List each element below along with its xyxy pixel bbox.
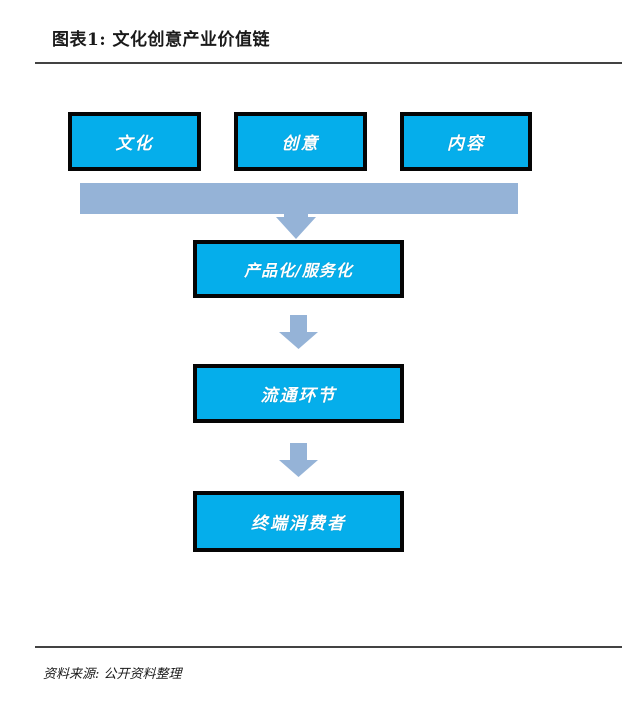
page-title: 图表1: 文化创意产业价值链 — [52, 30, 271, 50]
stage-box-end-consumer[interactable]: 终端消费者 — [193, 491, 404, 552]
input-box-culture[interactable]: 文化 — [68, 112, 201, 171]
input-box-creativity[interactable]: 创意 — [234, 112, 367, 171]
stage-box-distribution-label: 流通环节 — [260, 386, 337, 406]
source-note: 资料来源: 公开资料整理 — [43, 667, 182, 682]
stage-box-productization-label: 产品化/服务化 — [244, 261, 353, 280]
stage-box-distribution[interactable]: 流通环节 — [193, 364, 404, 423]
arrow-down-to-distribution-icon — [279, 315, 318, 349]
input-box-content[interactable]: 内容 — [400, 112, 532, 171]
input-box-creativity-label: 创意 — [281, 134, 320, 154]
arrow-down-to-consumer-icon — [279, 443, 318, 477]
stage-box-productization[interactable]: 产品化/服务化 — [193, 240, 404, 298]
header-rule — [35, 62, 622, 64]
merge-bar-connector — [80, 183, 518, 239]
input-box-content-label: 内容 — [447, 134, 485, 154]
footer-rule — [35, 646, 622, 648]
input-box-culture-label: 文化 — [115, 134, 154, 154]
stage-box-end-consumer-label: 终端消费者 — [251, 514, 346, 534]
